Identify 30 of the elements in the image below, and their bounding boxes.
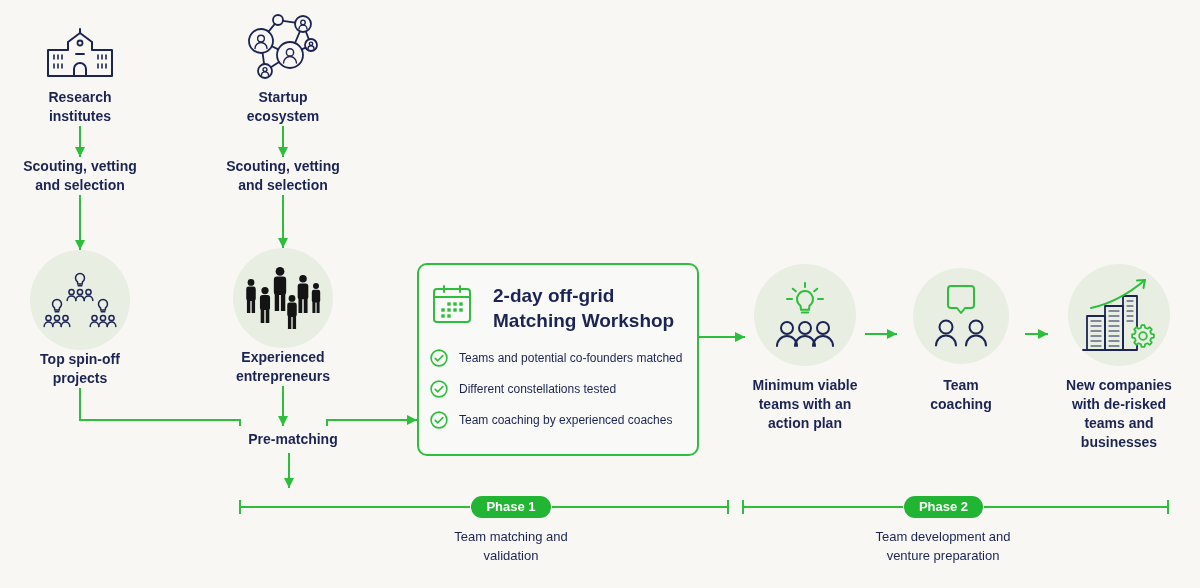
checklist-item: Different constellations tested	[459, 380, 617, 398]
arrow	[75, 194, 85, 251]
step-label: Scouting, vetting and selection	[225, 157, 341, 195]
arrow	[278, 125, 288, 158]
arrow	[278, 385, 288, 427]
source-label: Research institutes	[47, 88, 113, 126]
stage-label: New companies with de-risked teams and businesses	[1065, 376, 1173, 452]
step-label: Pre-matching	[248, 430, 338, 449]
checklist-item: Teams and potential co-founders matched	[459, 349, 683, 367]
stage-label: Experienced entrepreneurs	[234, 348, 332, 386]
arrow	[1024, 329, 1049, 339]
arrow	[75, 125, 85, 158]
phase-tag: Phase 2	[904, 496, 983, 518]
arrow	[278, 194, 288, 249]
phase-tag: Phase 1	[471, 496, 551, 518]
phase-description: Team matching and validation	[453, 528, 569, 565]
source-label: Startup ecosystem	[245, 88, 321, 126]
connector-line	[79, 387, 241, 427]
workshop-title: 2-day off-grid Matching Workshop	[493, 284, 676, 333]
phase-description: Team development and venture preparation	[874, 528, 1012, 565]
stage-label: Team coaching	[929, 376, 993, 414]
stage-label: Minimum viable teams with an action plan	[751, 376, 859, 433]
checklist-item: Team coaching by experienced coaches	[459, 411, 673, 429]
workshop-card	[417, 263, 699, 456]
step-label: Scouting, vetting and selection	[22, 157, 138, 195]
stage-label: Top spin-off projects	[39, 350, 121, 388]
arrow	[326, 415, 418, 427]
arrow	[864, 329, 898, 339]
arrow	[698, 332, 746, 342]
arrow	[284, 452, 294, 489]
